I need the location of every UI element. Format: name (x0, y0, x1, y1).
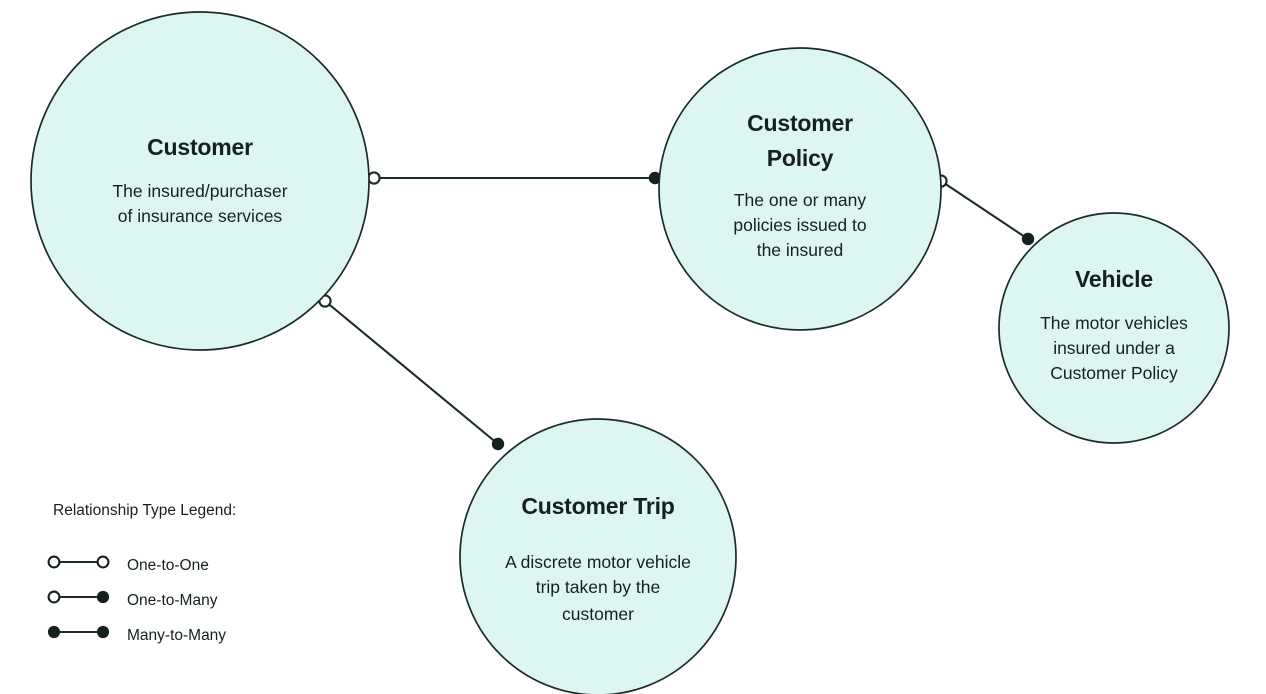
entity-circle (30, 11, 370, 351)
legend-marker-filled-icon (96, 590, 110, 604)
entity-description-customer-trip-line2: trip taken by the (536, 577, 661, 597)
edge-line (323, 299, 500, 446)
legend-heading: Relationship Type Legend: (53, 502, 236, 519)
entity-circle (998, 212, 1230, 444)
entity-circle (658, 47, 942, 331)
legend-marker-filled-icon (96, 625, 110, 639)
entity-title-vehicle: Vehicle (1075, 266, 1153, 292)
edge-endpoint-hollow-icon (367, 171, 381, 185)
edge-customer-policy-to-vehicle[interactable] (934, 174, 1035, 246)
entity-description-customer-line2: of insurance services (118, 206, 283, 226)
entity-description-vehicle-line2: insured under a (1053, 338, 1175, 358)
entity-title-customer-trip: Customer Trip (521, 493, 674, 519)
entity-node-customer-policy[interactable]: Customer Policy The one or many policies… (658, 47, 942, 331)
entity-description-customer-policy-line2: policies issued to (733, 215, 866, 235)
edge-customer-to-customer-trip[interactable] (318, 294, 505, 451)
entity-circle (459, 418, 737, 694)
legend-label-one-to-one: One-to-One (127, 557, 209, 574)
entity-description-customer-policy-line3: the insured (757, 240, 844, 260)
entity-node-customer[interactable]: Customer The insured/purchaser of insura… (30, 11, 370, 351)
legend-marker-hollow-icon (96, 555, 110, 569)
legend-item-one-to-one: One-to-One (47, 555, 209, 574)
edges-layer (318, 171, 1035, 451)
entity-description-customer: The insured/purchaser (112, 181, 287, 201)
entity-description-vehicle-line3: Customer Policy (1050, 363, 1178, 383)
entity-node-vehicle[interactable]: Vehicle The motor vehicles insured under… (998, 212, 1230, 444)
entity-title-customer: Customer (147, 134, 253, 160)
edge-endpoint-filled-icon (1021, 232, 1035, 246)
entity-description-customer-policy: The one or many (734, 190, 867, 210)
legend-label-one-to-many: One-to-Many (127, 592, 218, 609)
entity-description-customer-trip: A discrete motor vehicle (505, 552, 691, 572)
legend-marker-hollow-icon (47, 590, 61, 604)
legend-item-one-to-many: One-to-Many (47, 590, 218, 609)
entity-description-vehicle: The motor vehicles (1040, 313, 1188, 333)
legend-label-many-to-many: Many-to-Many (127, 627, 226, 644)
entity-node-customer-trip[interactable]: Customer Trip A discrete motor vehicle t… (459, 418, 737, 694)
relationship-type-legend: Relationship Type Legend: One-to-One One… (47, 502, 236, 644)
entity-title-customer-policy: Customer (747, 110, 853, 136)
entity-description-customer-trip-line3: customer (562, 604, 634, 624)
legend-marker-filled-icon (47, 625, 61, 639)
edge-line (939, 179, 1030, 241)
legend-marker-hollow-icon (47, 555, 61, 569)
edge-endpoint-filled-icon (648, 171, 662, 185)
legend-item-many-to-many: Many-to-Many (47, 625, 226, 644)
edge-endpoint-filled-icon (491, 437, 505, 451)
entity-title-customer-policy-line2: Policy (767, 145, 834, 171)
edge-customer-to-customer-policy[interactable] (367, 171, 662, 185)
